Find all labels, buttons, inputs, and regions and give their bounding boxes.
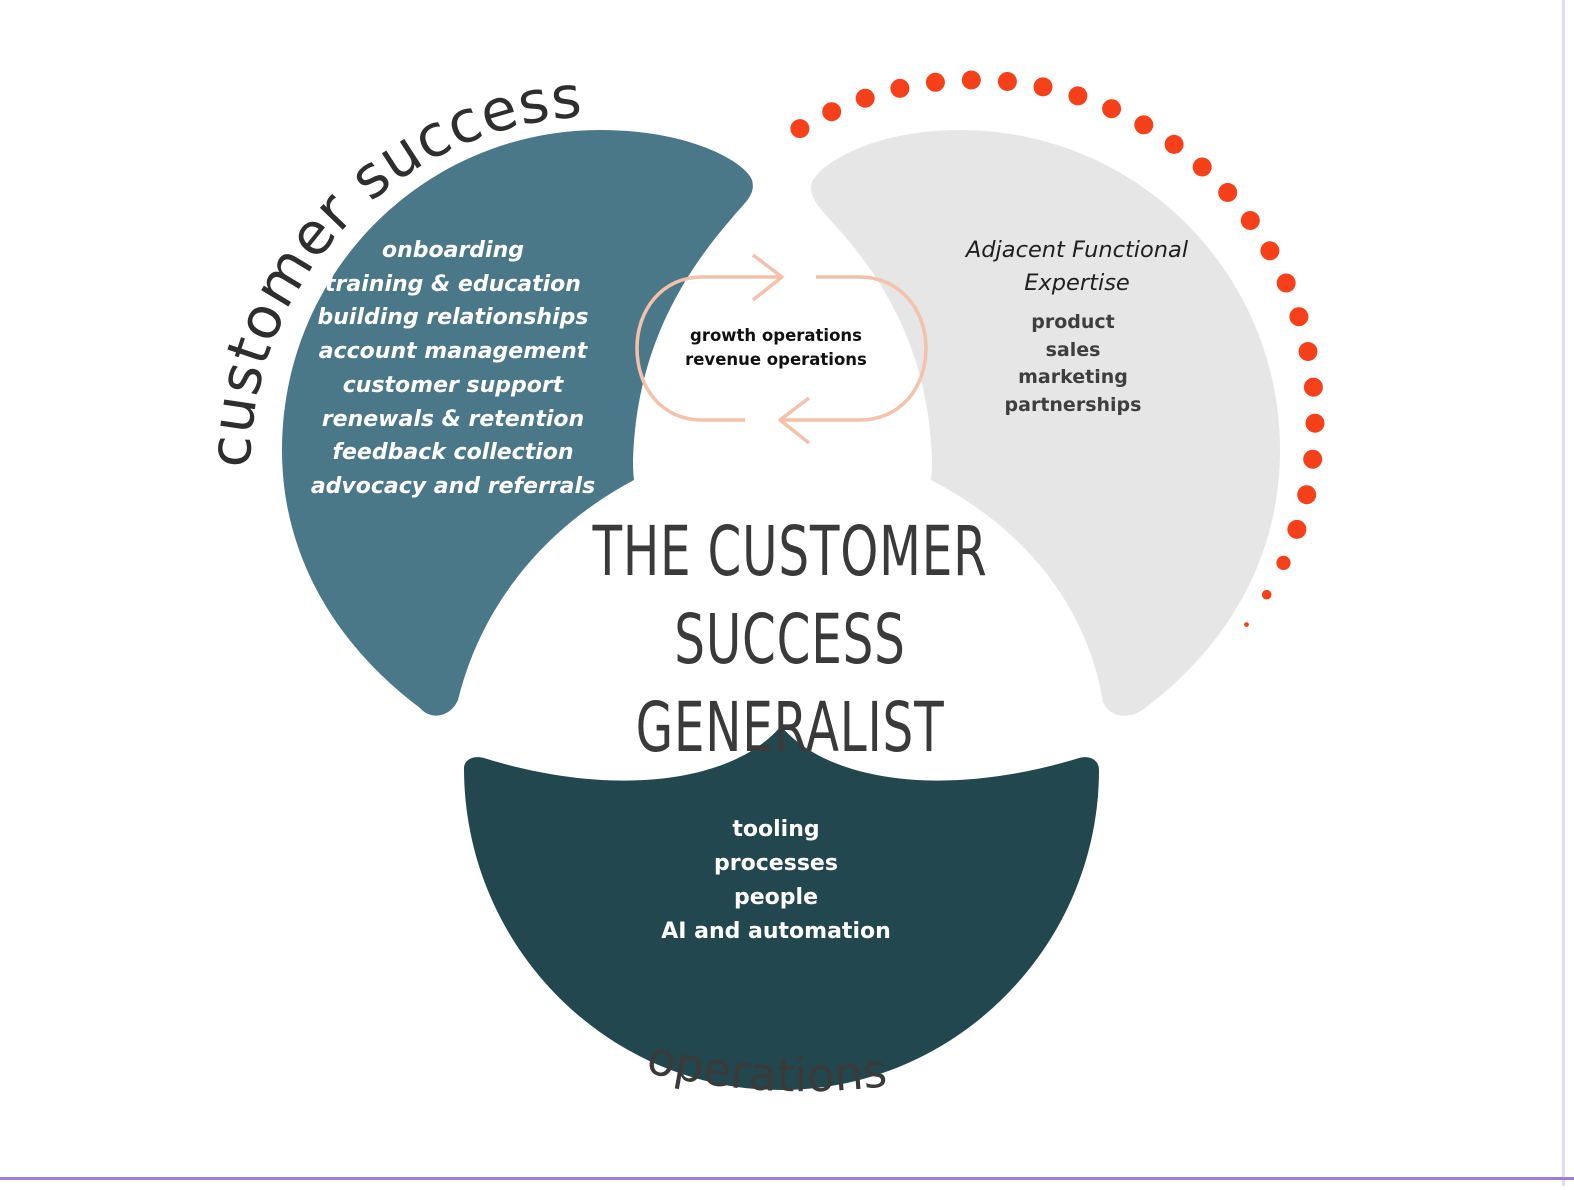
- dot: [1102, 99, 1122, 119]
- dot: [855, 88, 875, 108]
- title-line: SUCCESS GENERALIST: [635, 600, 945, 768]
- list-item: account management: [318, 339, 588, 365]
- dot: [1287, 519, 1307, 539]
- adjacent-expertise-list: product sales marketing partnerships: [972, 309, 1174, 420]
- dot: [1298, 342, 1318, 361]
- dot: [1244, 622, 1249, 627]
- customer-success-petal: [282, 130, 753, 716]
- cycle-arrowhead-bottom: [778, 396, 811, 445]
- dot: [1276, 555, 1291, 571]
- list-item: feedback collection: [332, 440, 574, 466]
- dot: [1260, 241, 1280, 261]
- dot: [1261, 589, 1272, 600]
- dot: [1303, 377, 1323, 397]
- operations-list: tooling processes people AI and automati…: [626, 813, 926, 949]
- list-item: sales: [1045, 338, 1101, 361]
- list-item: customer support: [342, 372, 564, 398]
- adjacent-expertise-petal: [811, 130, 1280, 716]
- list-item: marketing: [1018, 366, 1128, 389]
- dot: [1289, 307, 1309, 327]
- adjacent-expertise-title: Adjacent Functional Expertise: [936, 234, 1218, 300]
- adjacent-title-line: Adjacent Functional: [965, 237, 1189, 263]
- list-item: building relationships: [317, 305, 589, 331]
- dot: [961, 70, 981, 90]
- cycle-arrowhead-top: [751, 253, 784, 302]
- dot: [1068, 86, 1088, 106]
- list-item: people: [734, 885, 818, 910]
- list-item: product: [1031, 311, 1115, 333]
- cycle-line: growth operations: [690, 326, 862, 345]
- list-item: advocacy and referrals: [310, 473, 596, 499]
- dot: [1134, 115, 1154, 135]
- cycle-arrow-bottom: [780, 275, 928, 422]
- title-line: THE CUSTOMER: [592, 512, 988, 592]
- dot: [1240, 211, 1260, 230]
- dot: [1276, 273, 1296, 293]
- dot: [822, 102, 842, 122]
- list-item: AI and automation: [661, 919, 891, 944]
- adjacent-title-line: Expertise: [1024, 270, 1130, 296]
- customer-success-list: onboarding training & education building…: [303, 234, 603, 504]
- cycle-line: revenue operations: [685, 350, 867, 369]
- dot: [790, 119, 810, 139]
- cycle-label: growth operations revenue operations: [660, 324, 892, 372]
- list-item: renewals & retention: [321, 406, 585, 432]
- list-item: training & education: [325, 271, 581, 297]
- list-item: partnerships: [1004, 394, 1142, 417]
- frame-edge-right: [1562, 0, 1565, 1186]
- dot: [925, 72, 945, 92]
- dot: [1303, 449, 1323, 469]
- dot: [1164, 134, 1184, 154]
- list-item: tooling: [732, 817, 820, 842]
- dot: [890, 78, 910, 98]
- frame-edge-bottom: [0, 1177, 1574, 1180]
- dot: [1305, 413, 1325, 433]
- operations-petal: [464, 726, 1099, 1090]
- dotted-arc: [790, 70, 1325, 627]
- dot: [1033, 77, 1053, 97]
- list-item: onboarding: [381, 238, 525, 263]
- dot: [1192, 157, 1212, 177]
- cycle-arrow-top: [635, 275, 782, 422]
- dot: [1297, 485, 1317, 505]
- diagram-title: THE CUSTOMER SUCCESS GENERALIST: [548, 508, 1032, 772]
- list-item: processes: [714, 851, 838, 876]
- dot: [997, 72, 1017, 91]
- dot: [1218, 183, 1238, 202]
